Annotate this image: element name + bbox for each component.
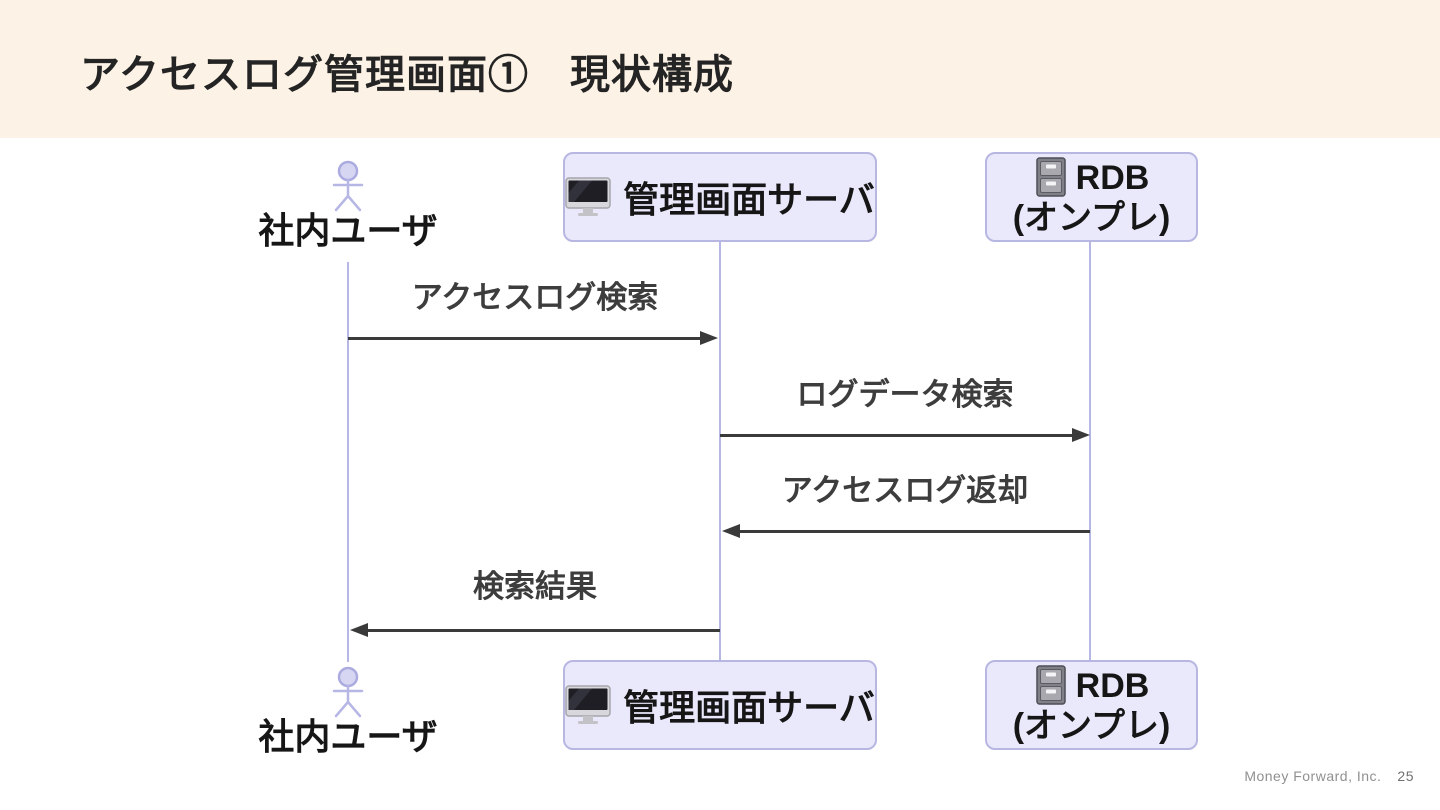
participant-admin-server-top: 管理画面サーバ <box>563 152 877 242</box>
arrowhead-left-icon <box>722 524 740 538</box>
message-label-4: 検索結果 <box>473 569 597 604</box>
file-cabinet-icon <box>1035 157 1066 197</box>
slide-footer: Money Forward, Inc. 25 <box>1244 768 1414 784</box>
actor-label-user-bottom: 社内ユーザ <box>258 716 438 757</box>
actor-label-user-top: 社内ユーザ <box>258 210 438 251</box>
participant-label-admin-server: 管理画面サーバ <box>623 179 875 220</box>
footer-page-number: 25 <box>1397 768 1414 784</box>
slide-header: アクセスログ管理画面① 現状構成 <box>0 0 1440 138</box>
person-icon <box>332 666 364 718</box>
message-arrow-2 <box>720 434 1072 437</box>
lifeline-rdb <box>1089 242 1091 660</box>
participant-label-admin-server: 管理画面サーバ <box>623 687 875 728</box>
file-cabinet-icon <box>1035 665 1066 705</box>
arrowhead-right-icon <box>1072 428 1090 442</box>
message-arrow-3 <box>740 530 1090 533</box>
message-arrow-1 <box>348 337 700 340</box>
participant-label-rdb: RDB <box>1075 667 1150 705</box>
participant-rdb-bottom: RDB (オンプレ) <box>985 660 1198 750</box>
slide-title: アクセスログ管理画面① 現状構成 <box>80 53 734 97</box>
message-label-1: アクセスログ検索 <box>411 280 659 315</box>
message-arrow-4 <box>368 629 720 632</box>
participant-rdb-line1: RDB <box>1034 665 1150 707</box>
arrowhead-left-icon <box>350 623 368 637</box>
message-label-3: アクセスログ返却 <box>781 473 1029 508</box>
arrowhead-right-icon <box>700 331 718 345</box>
participant-sublabel-rdb: (オンプレ) <box>1012 199 1171 237</box>
lifeline-user <box>347 262 349 662</box>
footer-company: Money Forward, Inc. <box>1244 768 1382 784</box>
lifeline-admin-server <box>719 242 721 660</box>
participant-rdb-line1: RDB <box>1034 157 1150 199</box>
participant-label-rdb: RDB <box>1075 159 1150 197</box>
participant-rdb-top: RDB (オンプレ) <box>985 152 1198 242</box>
desktop-computer-icon <box>565 177 611 216</box>
desktop-computer-icon <box>565 685 611 724</box>
participant-sublabel-rdb: (オンプレ) <box>1012 707 1171 745</box>
person-icon <box>332 160 364 212</box>
message-label-2: ログデータ検索 <box>796 377 1014 412</box>
participant-admin-server-bottom: 管理画面サーバ <box>563 660 877 750</box>
